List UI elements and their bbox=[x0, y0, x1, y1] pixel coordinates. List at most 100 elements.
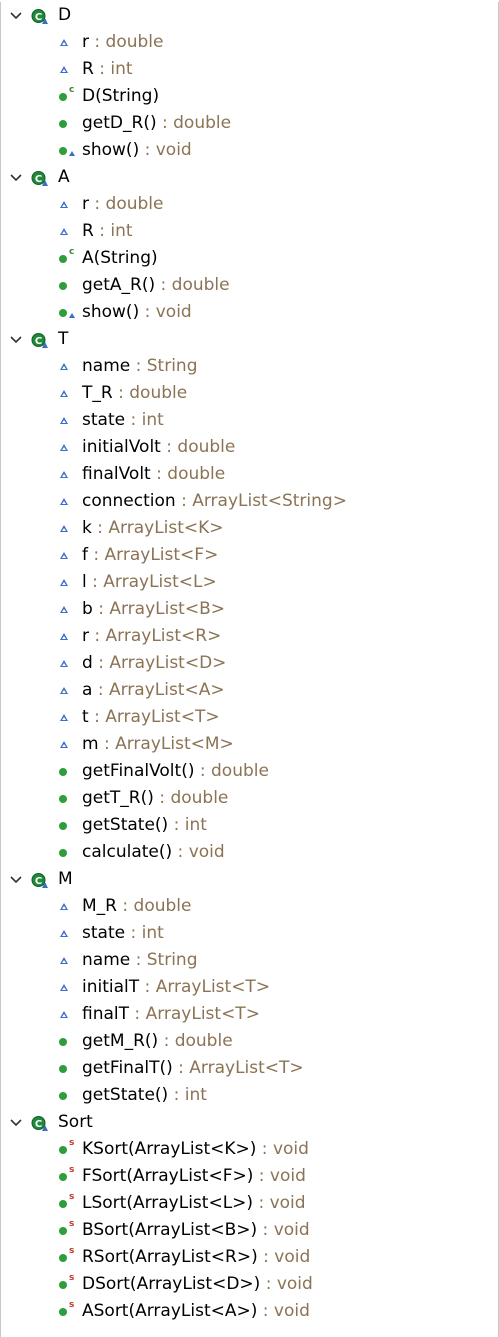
chevron-down-icon[interactable] bbox=[9, 1109, 23, 1136]
field-item[interactable]: connection : ArrayList<String> bbox=[1, 488, 498, 515]
member-label: m : ArrayList<M> bbox=[82, 731, 234, 758]
type-separator: : bbox=[92, 599, 110, 619]
package-field-icon bbox=[57, 974, 79, 1001]
field-item[interactable]: state : int bbox=[1, 407, 498, 434]
field-item[interactable]: r : ArrayList<R> bbox=[1, 623, 498, 650]
field-item[interactable]: t : ArrayList<T> bbox=[1, 704, 498, 731]
package-field-icon bbox=[57, 380, 79, 407]
field-item[interactable]: initialT : ArrayList<T> bbox=[1, 974, 498, 1001]
member-name: getA_R() bbox=[82, 275, 156, 295]
field-item[interactable]: f : ArrayList<F> bbox=[1, 542, 498, 569]
field-item[interactable]: k : ArrayList<K> bbox=[1, 515, 498, 542]
method-item[interactable]: getState() : int bbox=[1, 1082, 498, 1109]
static-marker: s bbox=[69, 1192, 75, 1202]
class-name: Sort bbox=[58, 1112, 93, 1132]
member-type: void bbox=[269, 1193, 306, 1213]
constructor-marker: c bbox=[69, 247, 75, 257]
package-field-icon bbox=[57, 569, 79, 596]
chevron-down-icon[interactable] bbox=[9, 164, 23, 191]
package-field-icon bbox=[57, 56, 79, 83]
method-item[interactable]: show() : void bbox=[1, 137, 498, 164]
field-item[interactable]: r : double bbox=[1, 191, 498, 218]
member-name: A(String) bbox=[82, 248, 158, 268]
member-name: getM_R() bbox=[82, 1031, 159, 1051]
field-item[interactable]: R : int bbox=[1, 56, 498, 83]
field-item[interactable]: finalT : ArrayList<T> bbox=[1, 1001, 498, 1028]
method-item[interactable]: getFinalVolt() : double bbox=[1, 758, 498, 785]
field-item[interactable]: a : ArrayList<A> bbox=[1, 677, 498, 704]
member-name: k bbox=[82, 518, 92, 538]
member-type: String bbox=[146, 356, 198, 376]
type-separator: : bbox=[256, 1139, 273, 1159]
field-item[interactable]: M_R : double bbox=[1, 893, 498, 920]
method-item[interactable]: getT_R() : double bbox=[1, 785, 498, 812]
member-type: int bbox=[184, 815, 207, 835]
member-label: DSort(ArrayList<D>) : void bbox=[82, 1271, 313, 1298]
static-method-icon: s bbox=[57, 1163, 79, 1190]
field-item[interactable]: name : String bbox=[1, 947, 498, 974]
member-type: ArrayList<T> bbox=[105, 707, 220, 727]
member-label: finalT : ArrayList<T> bbox=[82, 1001, 260, 1028]
type-separator: : bbox=[257, 1247, 275, 1267]
field-item[interactable]: name : String bbox=[1, 353, 498, 380]
chevron-down-icon[interactable] bbox=[9, 2, 23, 29]
chevron-down-icon[interactable] bbox=[9, 866, 23, 893]
member-name: a bbox=[82, 680, 93, 700]
member-type: double bbox=[170, 788, 229, 808]
member-label: getA_R() : double bbox=[82, 272, 230, 299]
method-item[interactable]: show() : void bbox=[1, 299, 498, 326]
field-item[interactable]: r : double bbox=[1, 29, 498, 56]
chevron-down-icon[interactable] bbox=[9, 326, 23, 353]
member-name: FSort(ArrayList<F>) bbox=[82, 1166, 254, 1186]
member-label: initialVolt : double bbox=[82, 434, 235, 461]
type-separator: : bbox=[253, 1193, 270, 1213]
field-item[interactable]: d : ArrayList<D> bbox=[1, 650, 498, 677]
method-item[interactable]: getState() : int bbox=[1, 812, 498, 839]
member-type: double bbox=[133, 896, 192, 916]
method-item[interactable]: getM_R() : double bbox=[1, 1028, 498, 1055]
member-type: void bbox=[273, 1220, 310, 1240]
method-item[interactable]: getFinalT() : ArrayList<T> bbox=[1, 1055, 498, 1082]
member-label: r : double bbox=[82, 191, 164, 218]
public-method-icon bbox=[57, 1028, 79, 1055]
field-item[interactable]: m : ArrayList<M> bbox=[1, 731, 498, 758]
method-item[interactable]: c A(String) bbox=[1, 245, 498, 272]
static-method-icon: s bbox=[57, 1217, 79, 1244]
field-item[interactable]: l : ArrayList<L> bbox=[1, 569, 498, 596]
type-separator: : bbox=[130, 356, 147, 376]
static-marker: s bbox=[69, 1138, 75, 1148]
field-item[interactable]: T_R : double bbox=[1, 380, 498, 407]
package-field-icon bbox=[57, 461, 79, 488]
class-name: A bbox=[58, 167, 70, 187]
field-item[interactable]: b : ArrayList<B> bbox=[1, 596, 498, 623]
member-label: f : ArrayList<F> bbox=[82, 542, 218, 569]
method-item[interactable]: calculate() : void bbox=[1, 839, 498, 866]
override-method-icon bbox=[57, 137, 79, 164]
field-item[interactable]: finalVolt : double bbox=[1, 461, 498, 488]
member-type: void bbox=[155, 140, 192, 160]
svg-text:C: C bbox=[35, 336, 42, 347]
public-method-icon bbox=[57, 1082, 79, 1109]
method-item[interactable]: getD_R() : double bbox=[1, 110, 498, 137]
member-type: double bbox=[167, 464, 226, 484]
method-item[interactable]: getA_R() : double bbox=[1, 272, 498, 299]
field-item[interactable]: R : int bbox=[1, 218, 498, 245]
field-item[interactable]: initialVolt : double bbox=[1, 434, 498, 461]
field-item[interactable]: state : int bbox=[1, 920, 498, 947]
member-label: b : ArrayList<B> bbox=[82, 596, 225, 623]
member-name: getT_R() bbox=[82, 788, 154, 808]
member-name: getD_R() bbox=[82, 113, 157, 133]
